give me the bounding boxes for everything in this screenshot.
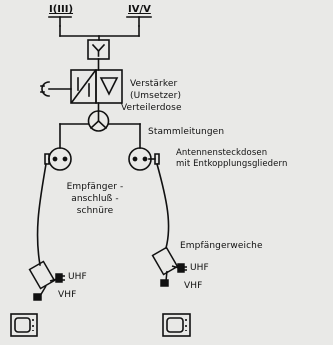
receiver-cord-right xyxy=(156,163,170,249)
amplifier-label-line2: (Umsetzer) xyxy=(130,91,182,101)
diplexer-right-icon xyxy=(151,246,187,287)
amplifier-label-line1: Verstärker xyxy=(130,79,178,89)
splitter-label: Verteilerdose xyxy=(121,103,182,113)
diplexer-left-icon xyxy=(28,260,65,301)
trunk-lines-label: Stammleitungen xyxy=(148,127,225,137)
antenna-socket-left-icon xyxy=(48,147,72,171)
receiver-cord-left xyxy=(36,163,47,266)
amplifier-icon xyxy=(70,69,123,104)
vhf-label-right: VHF xyxy=(184,281,203,291)
cords-label-line2: anschluß - xyxy=(71,194,119,204)
vhf-label-left: VHF xyxy=(58,290,77,300)
sockets-label-line1: Antennensteckdosen xyxy=(176,148,268,158)
power-plug-icon xyxy=(40,81,72,97)
cords-label-line3: schnüre xyxy=(76,206,114,216)
tv-set-left-icon xyxy=(10,313,38,337)
combiner-icon xyxy=(87,39,110,60)
antenna-left-icon xyxy=(48,16,72,27)
cords-label-line1: Empfänger - xyxy=(66,182,124,192)
sockets-label-line2: mit Entkopplungsgliedern xyxy=(176,159,288,169)
trunk-lines xyxy=(59,123,141,149)
uhf-label-left: UHF xyxy=(68,272,87,282)
splitter-icon xyxy=(87,110,110,132)
antenna-socket-right-icon xyxy=(128,147,152,171)
antenna-label-left: I(III) xyxy=(49,4,74,15)
tv-set-right-icon xyxy=(162,313,191,337)
antenna-right-icon xyxy=(126,16,152,27)
uhf-label-right: UHF xyxy=(190,263,209,273)
antenna-label-right: IV/V xyxy=(128,4,151,15)
diplexer-label: Empfängerweiche xyxy=(180,241,263,251)
